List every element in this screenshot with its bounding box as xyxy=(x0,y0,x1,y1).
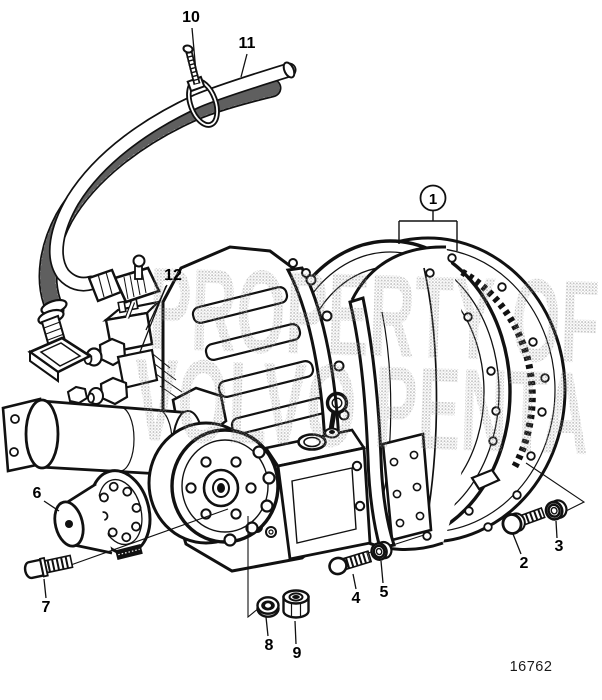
bolt-4 xyxy=(328,550,373,576)
callout-4-label: 4 xyxy=(352,590,361,607)
callout-4: 4 xyxy=(352,573,361,607)
elbow-fitting xyxy=(87,254,161,319)
callout-11: 11 xyxy=(239,35,256,78)
callout-3: 3 xyxy=(555,520,564,555)
watermark-line-2: VOLVO PENTA xyxy=(132,334,591,480)
callout-10: 10 xyxy=(182,9,200,73)
washer-5 xyxy=(370,540,393,561)
callout-2-label: 2 xyxy=(520,555,529,572)
washer-8 xyxy=(256,596,280,618)
callout-9: 9 xyxy=(293,620,302,662)
callout-8-label: 8 xyxy=(265,637,274,654)
callout-5: 5 xyxy=(380,560,389,601)
dipstick xyxy=(324,391,349,439)
nut-9 xyxy=(282,589,310,619)
bolt-2 xyxy=(501,506,546,535)
callout-7: 7 xyxy=(42,578,51,616)
drawing-number: 16762 xyxy=(510,659,553,675)
callout-2: 2 xyxy=(512,533,529,572)
callout-1-label: 1 xyxy=(429,191,437,208)
electrical-connector-plug xyxy=(27,336,93,383)
callout-12-label: 12 xyxy=(164,267,182,284)
callout-10-label: 10 xyxy=(182,9,200,26)
housing-mount-tab xyxy=(470,468,501,491)
filler-cap xyxy=(297,433,327,451)
watermark-line-1: PROPERTY OF xyxy=(147,243,601,389)
callout-6-label: 6 xyxy=(33,485,42,502)
output-flange xyxy=(147,421,280,547)
callout-3-label: 3 xyxy=(555,538,564,555)
callout-1-circle xyxy=(419,184,447,212)
cable-tie-10 xyxy=(182,44,220,128)
callout-9-label: 9 xyxy=(293,645,302,662)
callout-1: 1 xyxy=(398,184,458,251)
callout-5-label: 5 xyxy=(380,584,389,601)
washer-3 xyxy=(544,499,568,521)
ring-gear-teeth xyxy=(460,268,536,470)
callout-7-label: 7 xyxy=(42,599,51,616)
side-plate xyxy=(381,432,433,542)
bolt-7 xyxy=(23,554,74,580)
callout-12: 12 xyxy=(139,267,182,353)
coupling-sleeve xyxy=(53,469,152,561)
property-watermark: PROPERTY OF VOLVO PENTA xyxy=(132,243,601,480)
callout-11-label: 11 xyxy=(239,35,256,52)
callout-6: 6 xyxy=(33,485,60,512)
hose-11 xyxy=(48,61,297,292)
callout-8: 8 xyxy=(265,616,274,654)
solenoid-valve-lower xyxy=(87,348,159,406)
